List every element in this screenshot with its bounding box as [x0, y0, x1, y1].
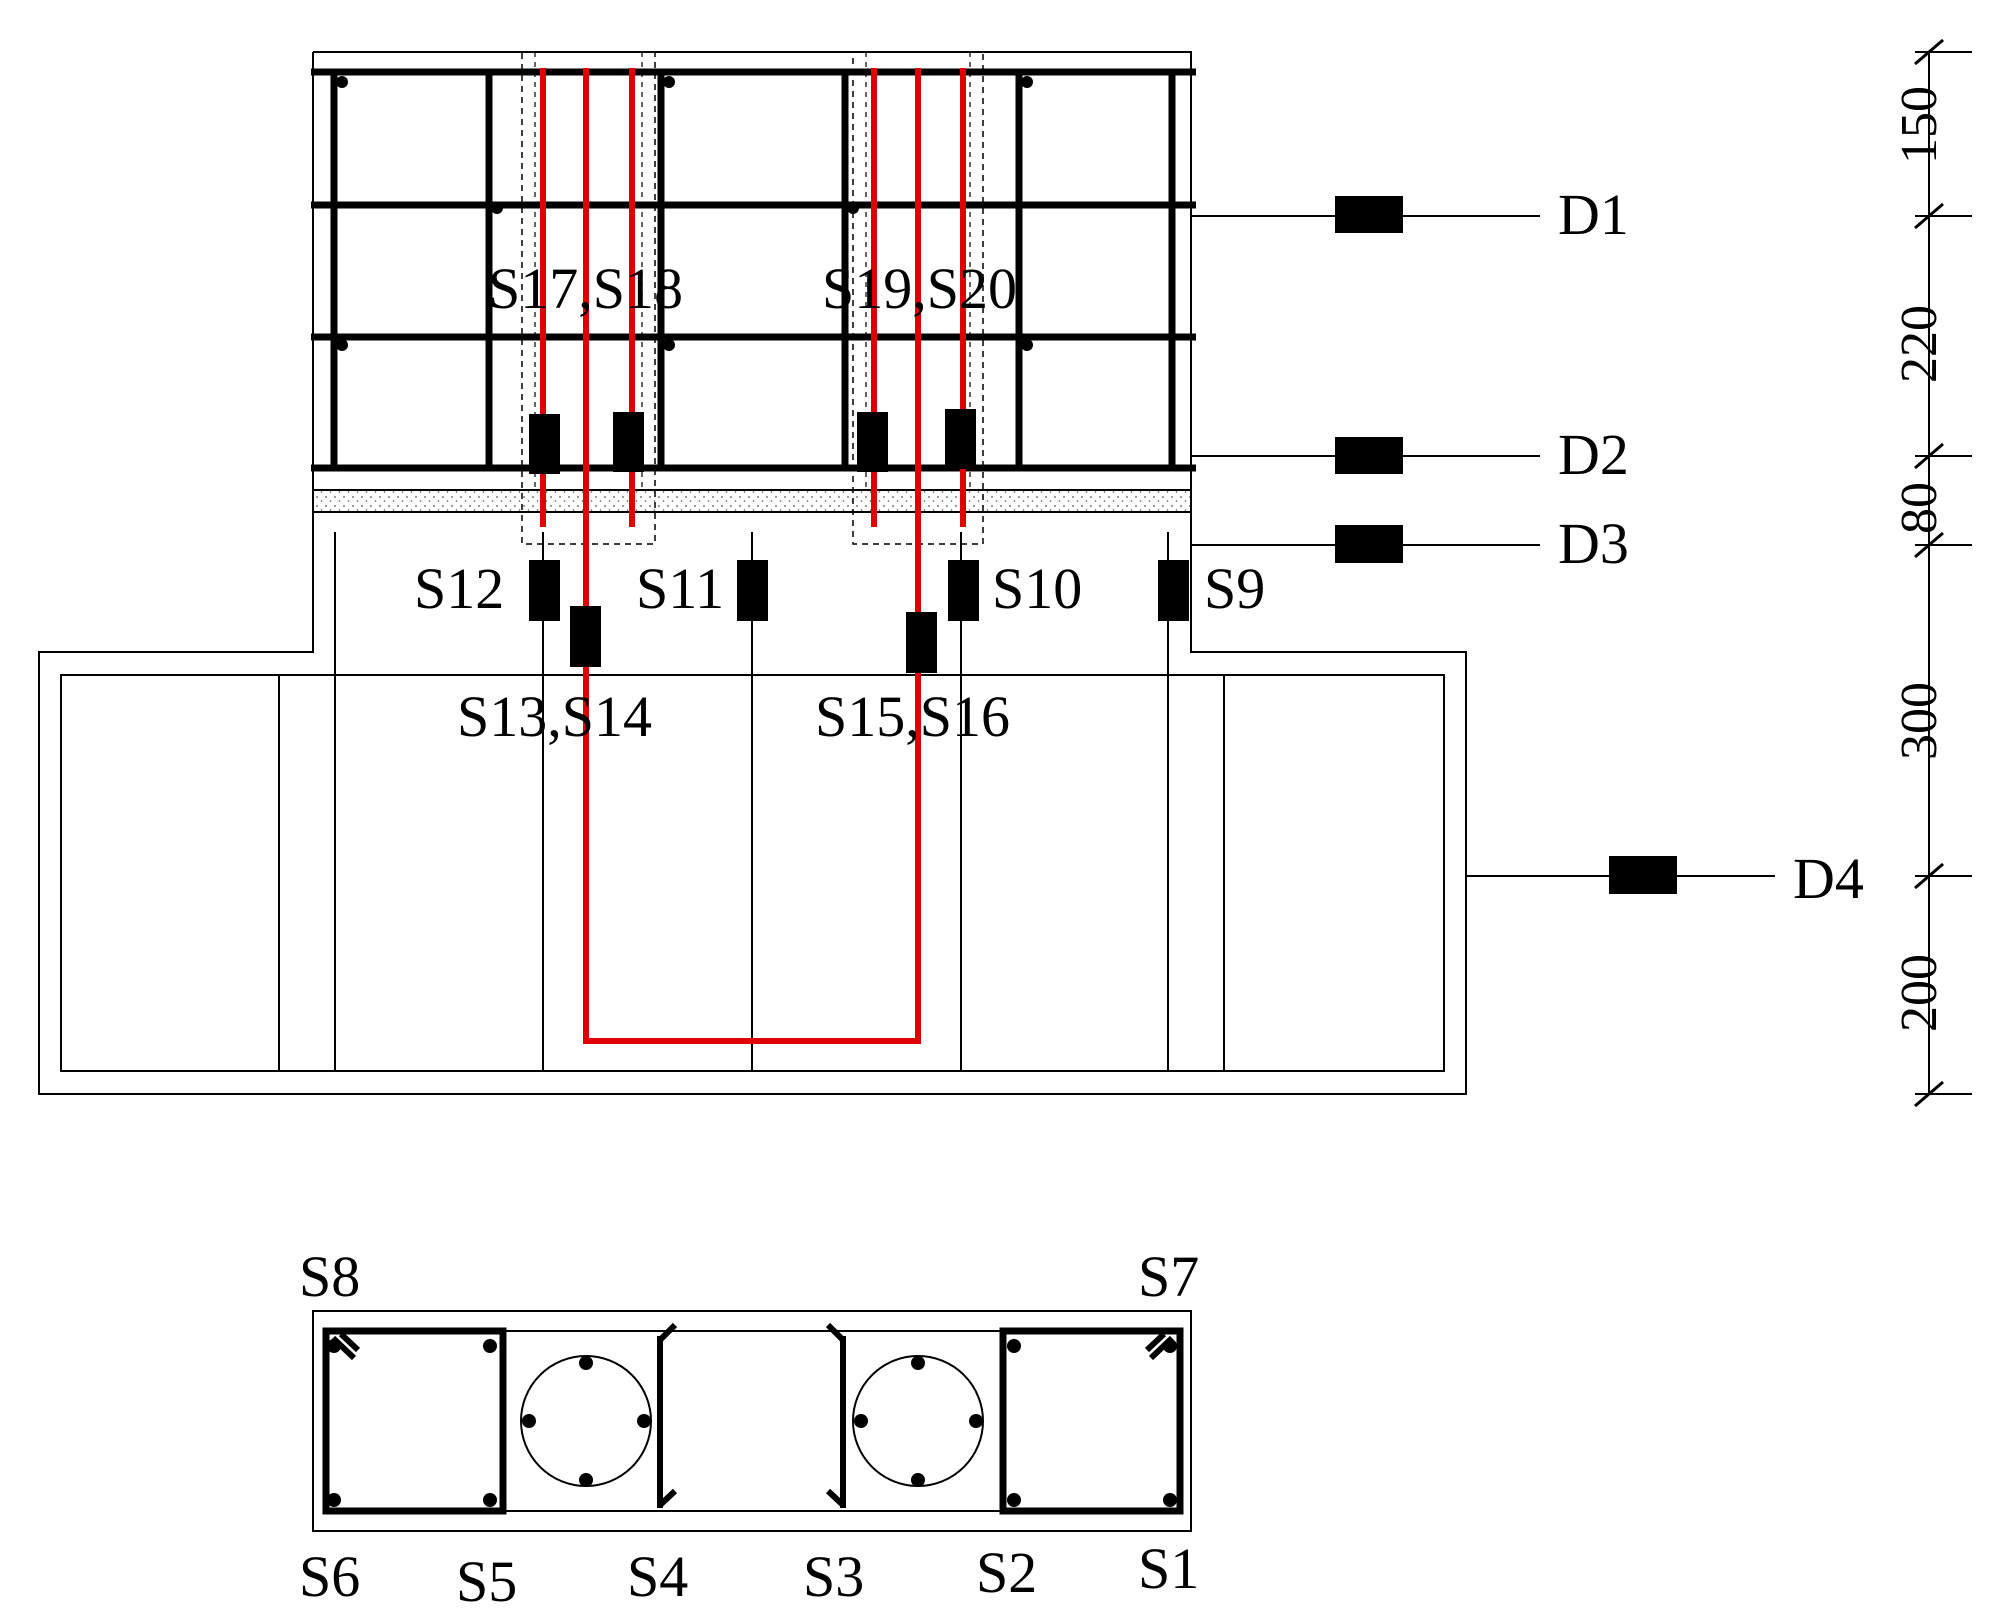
- label-s10: S10: [992, 556, 1082, 621]
- label-s4: S4: [627, 1544, 688, 1609]
- vertical-rebars: [330, 72, 1176, 468]
- corner-bars: [327, 1339, 1177, 1507]
- grout-layer: [312, 489, 1192, 513]
- duct-left: [520, 1355, 652, 1487]
- dim-80: 80: [1891, 482, 1948, 534]
- label-s9: S9: [1204, 556, 1265, 621]
- label-s8: S8: [299, 1244, 360, 1309]
- displacement-sensor-d4: D4: [1466, 846, 1864, 911]
- label-s6: S6: [299, 1544, 360, 1609]
- label-d4: D4: [1793, 846, 1864, 911]
- rebar-hooks: [336, 76, 1033, 351]
- displacement-sensor-d3: D3: [1191, 511, 1629, 576]
- horizontal-rebars: [311, 68, 1196, 472]
- elevation-view: S17,S18 S19,S20 S12 S11 S10 S9 S13,S14 S…: [38, 38, 1972, 1108]
- label-s19-s20: S19,S20: [822, 256, 1017, 321]
- displacement-sensor-d2: D2: [1191, 422, 1629, 487]
- label-s15-s16: S15,S16: [815, 684, 1010, 749]
- label-s13-s14: S13,S14: [457, 684, 652, 749]
- sleeve-region-left: [521, 51, 656, 545]
- dim-220: 220: [1891, 305, 1948, 383]
- label-s1: S1: [1138, 1536, 1199, 1601]
- label-d1: D1: [1558, 182, 1629, 247]
- label-d3: D3: [1558, 511, 1629, 576]
- label-s2: S2: [976, 1540, 1037, 1605]
- cross-section-view: S8 S7 S6 S5 S4 S3 S2 S1: [299, 1244, 1199, 1614]
- foundation-outline: [38, 51, 1467, 1095]
- dim-200: 200: [1891, 954, 1948, 1032]
- stirrup-left: [322, 1327, 507, 1515]
- stirrup-right: [999, 1327, 1184, 1515]
- label-d2: D2: [1558, 422, 1629, 487]
- stirrup-hooks: [330, 1331, 1175, 1361]
- displacement-sensor-d1: D1: [1191, 182, 1629, 247]
- strain-gauge-marks: [529, 409, 1189, 673]
- label-s5: S5: [456, 1549, 517, 1614]
- label-s11: S11: [636, 556, 724, 621]
- label-s3: S3: [803, 1544, 864, 1609]
- dim-300: 300: [1891, 682, 1948, 760]
- dimension-chain: [1914, 38, 1972, 1108]
- label-s12: S12: [414, 556, 504, 621]
- label-s17-s18: S17,S18: [488, 256, 683, 321]
- dim-150: 150: [1891, 86, 1948, 164]
- tie-bars: [657, 1322, 846, 1508]
- duct-right: [852, 1355, 984, 1487]
- section-outline: [312, 1310, 1192, 1532]
- label-s7: S7: [1138, 1244, 1199, 1309]
